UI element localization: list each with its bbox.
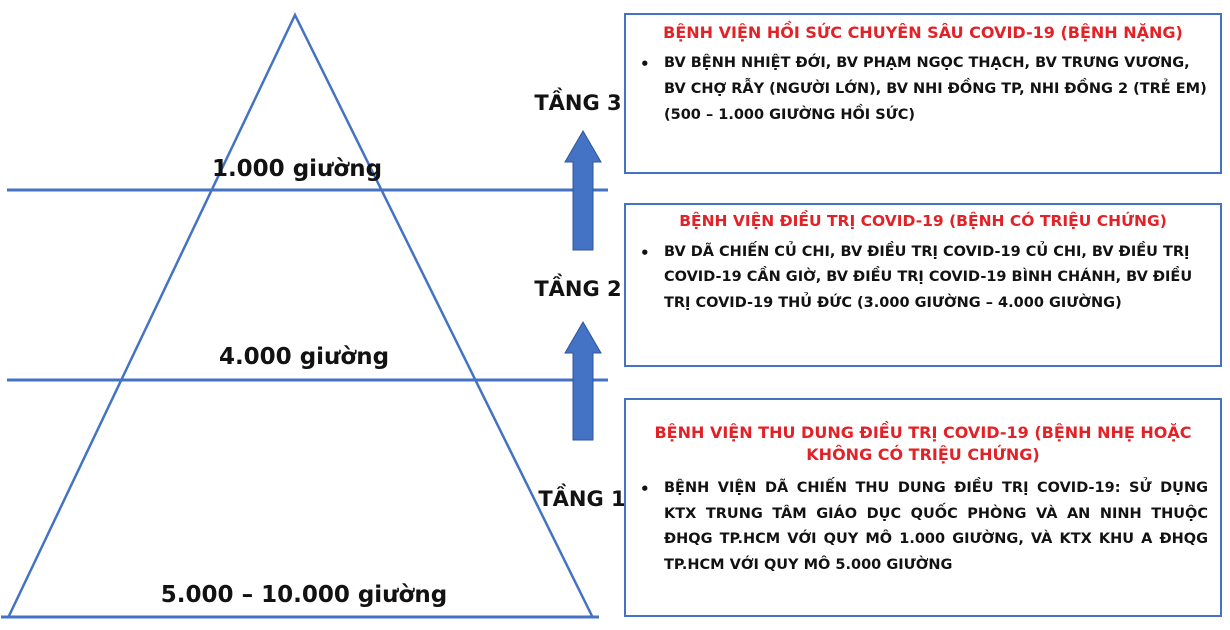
tier1-box-item: BỆNH VIỆN DÃ CHIẾN THU DUNG ĐIỀU TRỊ COV…	[664, 479, 1208, 574]
pyramid-outline	[6, 12, 595, 619]
tier-label-tang-1: TẦNG 1	[538, 487, 626, 511]
tier2-info-box: BỆNH VIỆN ĐIỀU TRỊ COVID-19 (BỆNH CÓ TRI…	[624, 203, 1222, 367]
tier-label-tang-2: TẦNG 2	[534, 277, 622, 301]
pyramid-level-label-top: 1.000 giường	[211, 156, 383, 182]
tier2-box-item: BV DÃ CHIẾN CỦ CHI, BV ĐIỀU TRỊ COVID-19…	[664, 243, 1193, 312]
tier3-box-title: BỆNH VIỆN HỒI SỨC CHUYÊN SÂU COVID-19 (B…	[663, 23, 1183, 42]
up-arrow-tier1-to-tier2-icon	[564, 321, 602, 441]
tier3-box-item: BV BỆNH NHIỆT ĐỚI, BV PHẠM NGỌC THẠCH, B…	[664, 55, 1207, 123]
bullet-icon: •	[640, 243, 650, 262]
tier1-box-body: • BỆNH VIỆN DÃ CHIẾN THU DUNG ĐIỀU TRỊ C…	[626, 476, 1220, 579]
tier2-box-body: • BV DÃ CHIẾN CỦ CHI, BV ĐIỀU TRỊ COVID-…	[626, 240, 1220, 317]
tier-label-tang-3: TẦNG 3	[534, 91, 622, 115]
tier1-info-box: BỆNH VIỆN THU DUNG ĐIỀU TRỊ COVID-19 (BỆ…	[624, 398, 1222, 617]
bullet-icon: •	[640, 55, 650, 74]
pyramid-level-label-bottom: 5.000 – 10.000 giường	[160, 582, 448, 608]
up-arrow-tier2-to-tier3-icon	[564, 130, 602, 251]
tier3-box-body: • BV BỆNH NHIỆT ĐỚI, BV PHẠM NGỌC THẠCH,…	[626, 51, 1220, 128]
tier3-info-box: BỆNH VIỆN HỒI SỨC CHUYÊN SÂU COVID-19 (B…	[624, 13, 1222, 174]
tier1-box-title: BỆNH VIỆN THU DUNG ĐIỀU TRỊ COVID-19 (BỆ…	[654, 423, 1192, 465]
pyramid-level-label-middle: 4.000 giường	[218, 344, 390, 370]
bullet-icon: •	[640, 479, 650, 498]
tier2-box-title: BỆNH VIỆN ĐIỀU TRỊ COVID-19 (BỆNH CÓ TRI…	[679, 212, 1167, 230]
